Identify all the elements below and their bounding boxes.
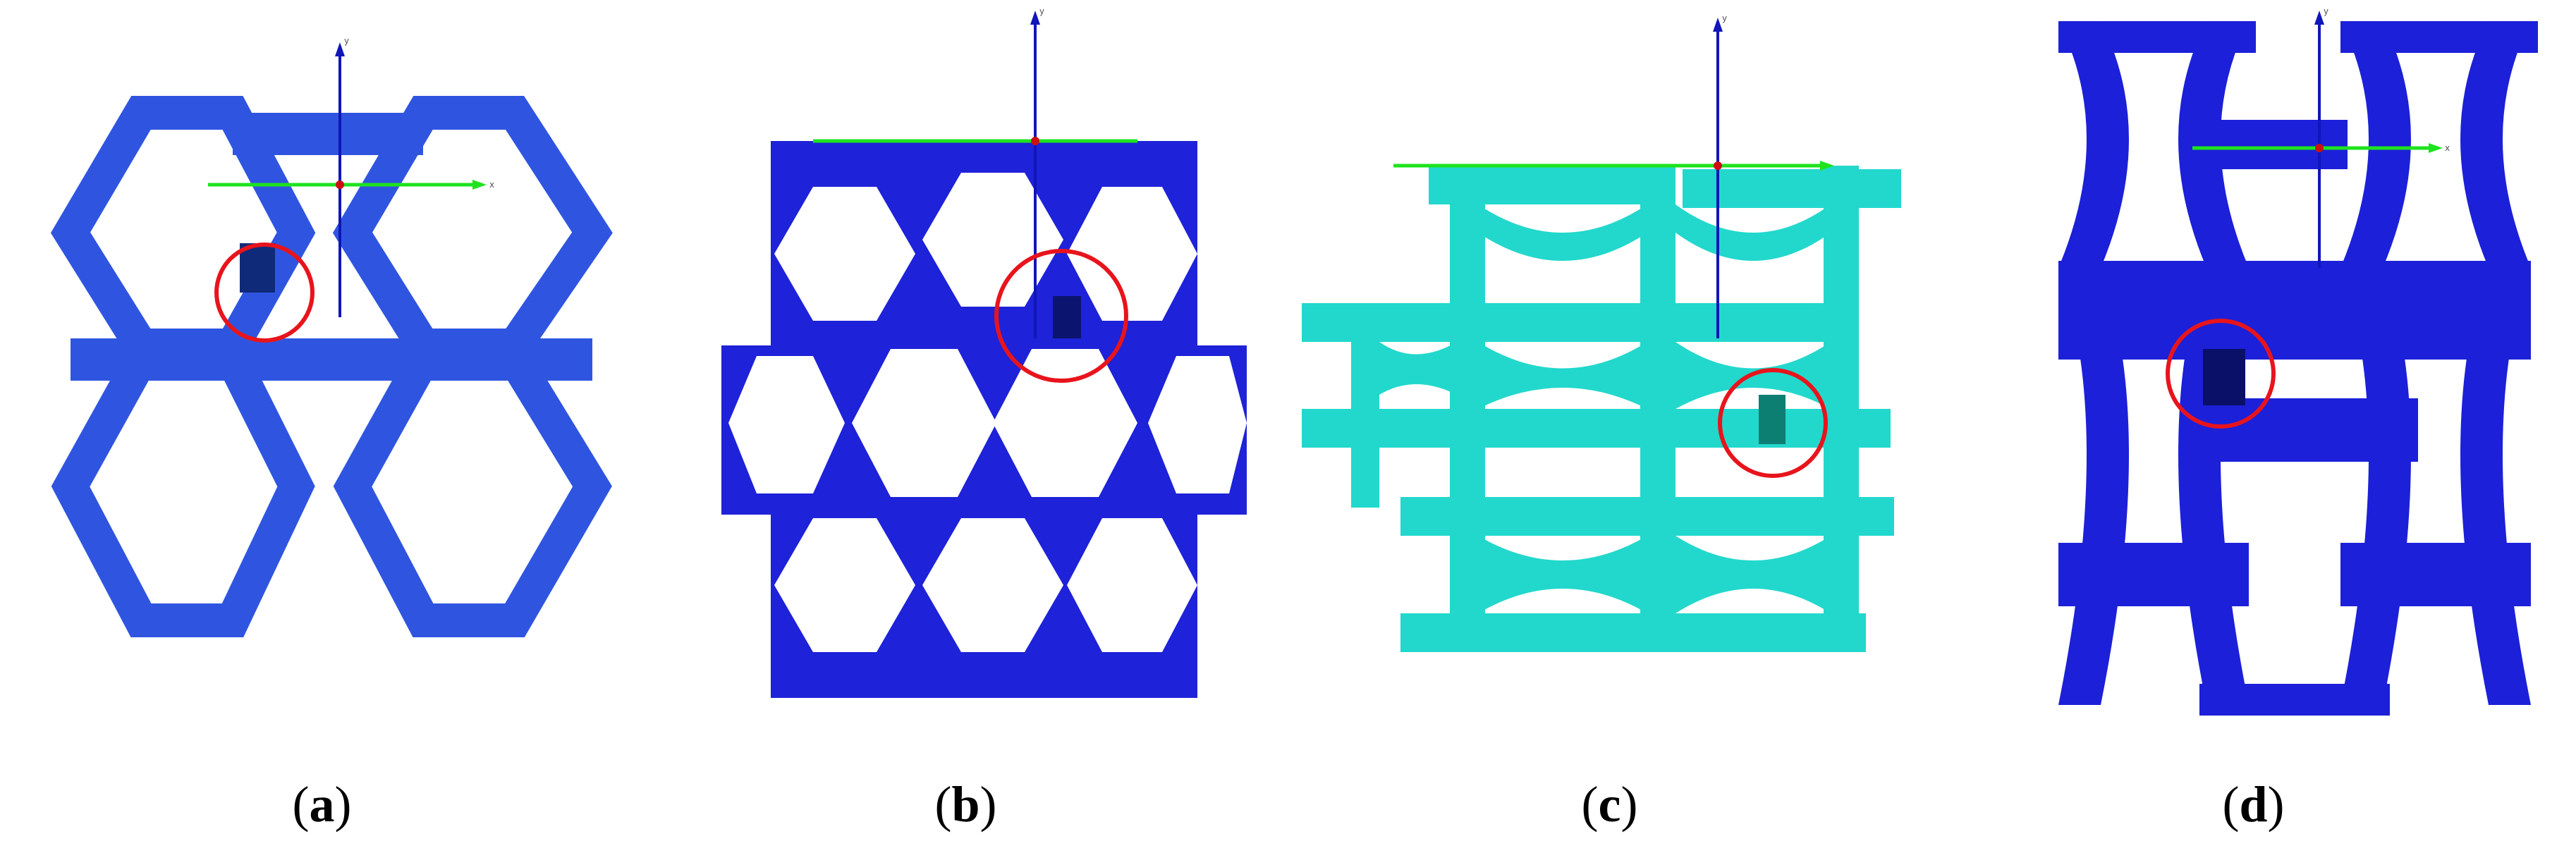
x-axis-arrow-d: [2429, 143, 2443, 153]
highlight-element-b: [1053, 296, 1081, 338]
hex-cell-a4: [333, 343, 612, 637]
caption-b: (b): [934, 776, 997, 833]
lattice-d-structure: [2058, 21, 2538, 716]
highlight-element-d: [2203, 349, 2245, 405]
y-axis-label-a: y: [344, 36, 349, 46]
x-axis-label-a: x: [489, 180, 494, 190]
highlight-element-a: [240, 243, 275, 293]
y-axis-arrow-a: [335, 42, 345, 56]
marker-circle-d: [2166, 319, 2276, 429]
lattice-c-structure: [1302, 166, 1901, 652]
lattice-d-figure: y x: [2058, 6, 2538, 716]
lattice-c-figure: y: [1302, 13, 1901, 652]
x-axis-arrow-a: [472, 180, 487, 190]
y-axis-arrow-c: [1713, 18, 1723, 32]
origin-a: [336, 180, 344, 189]
caption-d: (d): [2222, 776, 2285, 833]
y-axis-arrow-b: [1030, 11, 1040, 25]
hex-cell-a3: [51, 343, 315, 637]
y-axis-label-b: y: [1039, 6, 1044, 16]
x-axis-arrow-c: [1820, 161, 1834, 171]
y-axis-arrow-d: [2314, 11, 2324, 25]
connector-a-mid: [71, 338, 592, 381]
x-axis-label-d: x: [2445, 143, 2450, 153]
lattice-b-figure: y: [721, 6, 1247, 698]
y-axis-label-d: y: [2324, 6, 2328, 16]
lattice-a-figure: y x: [50, 36, 613, 637]
origin-b: [1031, 137, 1039, 145]
panel-c: y (c): [1288, 0, 1931, 865]
origin-c: [1714, 161, 1722, 170]
connector-a-top: [233, 113, 423, 155]
lattice-b-holes: [728, 173, 1247, 652]
marker-circle-a: [214, 243, 315, 343]
y-axis-label-c: y: [1722, 13, 1727, 23]
marker-circle-c: [1718, 368, 1828, 478]
marker-circle-b: [994, 249, 1128, 383]
panel-b: y (b): [644, 0, 1288, 865]
highlight-element-c: [1759, 395, 1786, 444]
caption-a: (a): [292, 776, 352, 833]
caption-c: (c): [1581, 776, 1638, 833]
panel-a: y x (a): [0, 0, 644, 865]
panel-d: y x (d): [1931, 0, 2575, 865]
origin-d: [2315, 144, 2324, 152]
